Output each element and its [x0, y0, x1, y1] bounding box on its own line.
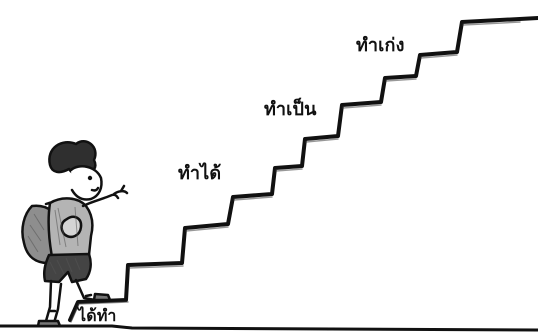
child-shoe-left: [38, 321, 60, 326]
label-step-3: ทำเก่ง: [356, 37, 405, 55]
label-step-1: ทำได้: [178, 165, 221, 183]
child-shirt-pocket: [62, 217, 81, 237]
child-shoe-right: [94, 294, 110, 300]
child-face: [71, 166, 102, 199]
label-bottom: ได้ทำ: [78, 308, 117, 324]
staircase-shading: [71, 22, 520, 322]
label-step-2: ทำเป็น: [264, 101, 317, 119]
ground-line: [0, 326, 538, 330]
child-eye: [88, 176, 92, 180]
staircase-outline: [70, 18, 538, 320]
child-hand: [114, 186, 127, 194]
child-shorts: [44, 254, 90, 282]
child-leg-left: [46, 281, 61, 323]
child-figure: [22, 141, 127, 326]
